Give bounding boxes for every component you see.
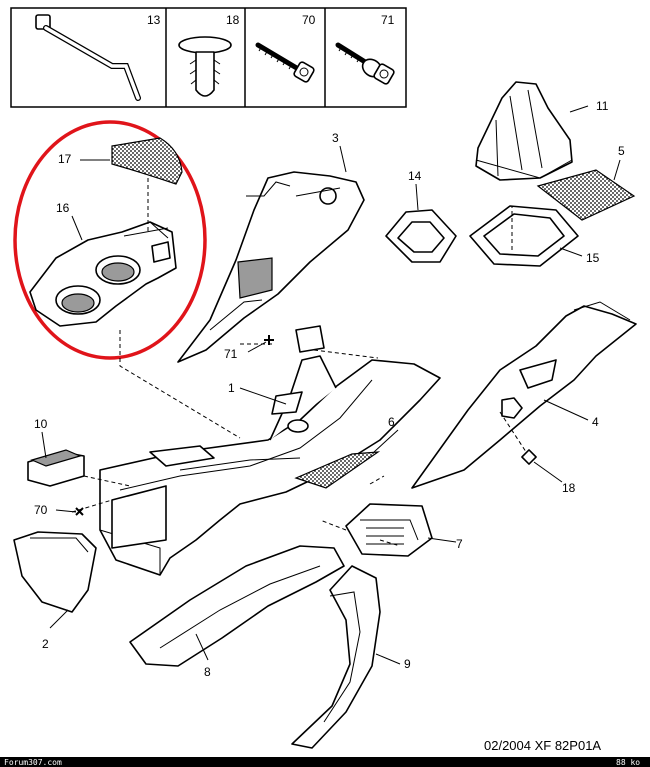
- part-6-mat: [294, 451, 381, 489]
- header-part-number-18: 18: [226, 13, 240, 27]
- header-parts-table: 13 18 70 71: [10, 7, 407, 108]
- callout-1: 1: [228, 381, 235, 395]
- callout-3: 3: [332, 131, 339, 145]
- part-16-cup-holder: [29, 221, 177, 327]
- part-5-mat: [536, 169, 636, 221]
- part-14-gear-trim: [385, 209, 457, 263]
- footer-size: 88 ko: [616, 758, 640, 767]
- part-8-duct: [129, 545, 345, 667]
- cable-tie-icon: [35, 14, 141, 101]
- part-10-switch: [27, 449, 85, 487]
- part-2-storage-tray: [13, 531, 97, 613]
- highlighted-group: [13, 120, 207, 360]
- explode-lines: [71, 206, 531, 547]
- part-18-marker: [521, 449, 537, 465]
- drawing-reference: 02/2004 XF 82P01A: [484, 738, 601, 753]
- callout-6: 6: [388, 415, 395, 429]
- part-4-side-panel: [411, 301, 637, 489]
- callout-15: 15: [586, 251, 600, 265]
- part-11-gear-boot: [475, 81, 573, 181]
- callout-18: 18: [562, 481, 576, 495]
- part-70-marker: [75, 507, 84, 516]
- callout-17: 17: [58, 152, 72, 166]
- part-3-upper-trim: [177, 171, 365, 363]
- part-17-cover: [111, 137, 183, 185]
- callout-numbers: 17 16 3 11 5 14 15 71 1 6 4 18 10 70 7 2…: [34, 99, 625, 679]
- part-71-marker: [264, 335, 274, 345]
- callout-70: 70: [34, 503, 48, 517]
- part-9-duct: [291, 565, 381, 749]
- callout-7: 7: [456, 537, 463, 551]
- part-1-clip: [295, 325, 325, 353]
- part-15-boot-frame: [469, 205, 579, 267]
- callout-11: 11: [596, 99, 609, 113]
- callout-16: 16: [56, 201, 70, 215]
- part-7-vent: [345, 503, 433, 557]
- callout-2: 2: [42, 637, 49, 651]
- callout-10: 10: [34, 417, 48, 431]
- callout-9: 9: [404, 657, 411, 671]
- callout-leaders: [41, 105, 621, 665]
- header-part-number-13: 13: [147, 13, 161, 27]
- callout-71: 71: [224, 347, 238, 361]
- shoulder-screw-icon: [335, 42, 395, 85]
- highlight-ring: [13, 120, 207, 360]
- footer-bar: [0, 757, 650, 767]
- header-part-number-70: 70: [302, 13, 316, 27]
- footer-site: Forum307.com: [4, 758, 62, 767]
- callout-4: 4: [592, 415, 599, 429]
- callout-8: 8: [204, 665, 211, 679]
- header-part-number-71: 71: [381, 13, 395, 27]
- callout-14: 14: [408, 169, 422, 183]
- push-clip-icon: [178, 36, 232, 97]
- screw-icon: [255, 42, 315, 83]
- callout-5: 5: [618, 144, 625, 158]
